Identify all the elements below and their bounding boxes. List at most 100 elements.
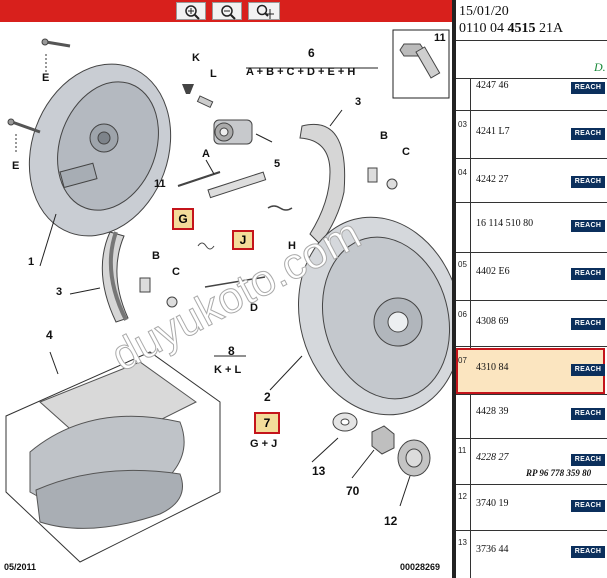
label-3-right: 3 bbox=[355, 96, 362, 108]
reach-button[interactable]: REACH bbox=[571, 546, 605, 558]
toolbar bbox=[0, 0, 452, 22]
row-number: 03 bbox=[458, 120, 467, 129]
pan-zoom-icon bbox=[256, 4, 274, 19]
reach-button[interactable]: REACH bbox=[571, 128, 605, 140]
row-divider bbox=[456, 394, 607, 395]
label-1: 1 bbox=[28, 256, 35, 268]
label-70: 70 bbox=[346, 484, 360, 498]
row-divider bbox=[456, 300, 607, 301]
label-3-left: 3 bbox=[56, 286, 63, 298]
number-column-rule bbox=[470, 78, 471, 578]
row-number: 13 bbox=[458, 538, 467, 547]
corner-text: D. bbox=[594, 60, 606, 74]
label-b-right: B bbox=[380, 130, 388, 142]
zoom-out-icon bbox=[221, 5, 236, 20]
part-reference[interactable]: 4242 27 bbox=[476, 174, 509, 185]
reach-button[interactable]: REACH bbox=[571, 318, 605, 330]
bolt-11-detail[interactable] bbox=[392, 29, 450, 99]
part-reference[interactable]: 4402 E6 bbox=[476, 266, 510, 277]
label-8: 8 bbox=[228, 344, 235, 358]
ref-prefix: 0110 04 bbox=[459, 21, 504, 36]
row-divider bbox=[456, 530, 607, 531]
label-e-lower: E bbox=[12, 160, 20, 172]
brake-shoe-left[interactable] bbox=[101, 231, 129, 323]
reach-button[interactable]: REACH bbox=[571, 220, 605, 232]
list-top-rule bbox=[456, 78, 607, 79]
label-2: 2 bbox=[264, 390, 271, 404]
part-reference[interactable]: 4308 69 bbox=[476, 316, 509, 327]
bleed-cap-k[interactable] bbox=[182, 84, 194, 94]
row-divider bbox=[456, 252, 607, 253]
reach-button[interactable]: REACH bbox=[571, 364, 605, 376]
row-number: 05 bbox=[458, 260, 467, 269]
clip-c-right[interactable] bbox=[386, 178, 398, 190]
ref-suffix: 21A bbox=[538, 21, 564, 36]
label-c-right: C bbox=[402, 146, 410, 158]
nut-70[interactable] bbox=[371, 425, 395, 455]
reach-button[interactable]: REACH bbox=[571, 408, 605, 420]
part-reference[interactable]: 4241 L7 bbox=[476, 126, 510, 137]
washer-13[interactable] bbox=[332, 412, 358, 432]
row-divider bbox=[456, 484, 607, 485]
bolt-e-lower[interactable] bbox=[7, 118, 41, 134]
reach-button[interactable]: REACH bbox=[571, 82, 605, 94]
label-group-6: A + B + C + D + E + H bbox=[246, 66, 356, 78]
row-number: 12 bbox=[458, 492, 467, 501]
label-11-box: 11 bbox=[434, 32, 446, 44]
label-g[interactable]: G bbox=[172, 208, 194, 230]
header-date: 15/01/20 bbox=[459, 4, 509, 19]
bolt-e-upper[interactable] bbox=[41, 38, 71, 48]
row-number: 06 bbox=[458, 310, 467, 319]
zoom-in-button[interactable] bbox=[176, 2, 206, 20]
diagram-panel: duyukoto.com 6 A + B + C + D + E + H 11 … bbox=[0, 0, 452, 572]
reach-button[interactable]: REACH bbox=[571, 500, 605, 512]
clip-c-left[interactable] bbox=[166, 296, 178, 308]
label-j[interactable]: J bbox=[232, 230, 254, 250]
pan-zoom-button[interactable] bbox=[248, 2, 280, 20]
label-12: 12 bbox=[384, 514, 398, 528]
part-reference[interactable]: 4247 46 bbox=[476, 80, 509, 91]
hub-cap-12[interactable] bbox=[397, 439, 431, 477]
label-6: 6 bbox=[308, 46, 315, 60]
label-c-left: C bbox=[172, 266, 180, 278]
part-reference[interactable]: 4310 84 bbox=[476, 362, 509, 373]
row-divider bbox=[456, 158, 607, 159]
row-divider bbox=[456, 110, 607, 111]
reach-button[interactable]: REACH bbox=[571, 176, 605, 188]
footer-date: 05/2011 bbox=[4, 562, 37, 572]
backing-plate[interactable] bbox=[6, 44, 194, 256]
reach-button[interactable]: REACH bbox=[571, 268, 605, 280]
spring-b-right[interactable] bbox=[367, 167, 378, 183]
spring-b-left[interactable] bbox=[139, 277, 151, 293]
panel-divider bbox=[452, 0, 456, 578]
reach-button[interactable]: REACH bbox=[571, 454, 605, 466]
label-b-left: B bbox=[152, 250, 160, 262]
part-reference[interactable]: 4428 39 bbox=[476, 406, 509, 417]
brake-shoe-kit[interactable] bbox=[5, 351, 221, 563]
row-divider bbox=[456, 202, 607, 203]
rp-reference: RP 96 778 359 80 bbox=[526, 468, 592, 478]
wheel-cylinder[interactable] bbox=[213, 119, 253, 145]
part-reference[interactable]: 16 114 510 80 bbox=[476, 218, 534, 229]
zoom-out-button[interactable] bbox=[212, 2, 242, 20]
header-reference: 0110 04 4515 21A bbox=[459, 21, 563, 37]
row-number: 11 bbox=[458, 446, 467, 455]
label-11: 11 bbox=[154, 178, 166, 190]
row-number: 04 bbox=[458, 168, 467, 177]
label-5: 5 bbox=[274, 158, 281, 170]
label-k: K bbox=[192, 52, 200, 64]
label-7[interactable]: 7 bbox=[254, 412, 280, 434]
row-divider bbox=[456, 438, 607, 439]
footer-code: 00028269 bbox=[400, 562, 441, 572]
part-reference[interactable]: 3736 44 bbox=[476, 544, 509, 555]
zoom-in-icon bbox=[185, 5, 200, 20]
adjuster-linkage[interactable] bbox=[177, 171, 293, 288]
row-divider bbox=[456, 346, 607, 347]
bleed-screw-l[interactable] bbox=[196, 95, 214, 109]
brake-drum[interactable] bbox=[277, 199, 452, 434]
part-reference[interactable]: 3740 19 bbox=[476, 498, 509, 509]
row-number: 07 bbox=[458, 356, 467, 365]
label-d: D bbox=[250, 302, 258, 314]
label-l: L bbox=[210, 68, 217, 80]
part-reference[interactable]: 4228 27 bbox=[476, 452, 509, 463]
